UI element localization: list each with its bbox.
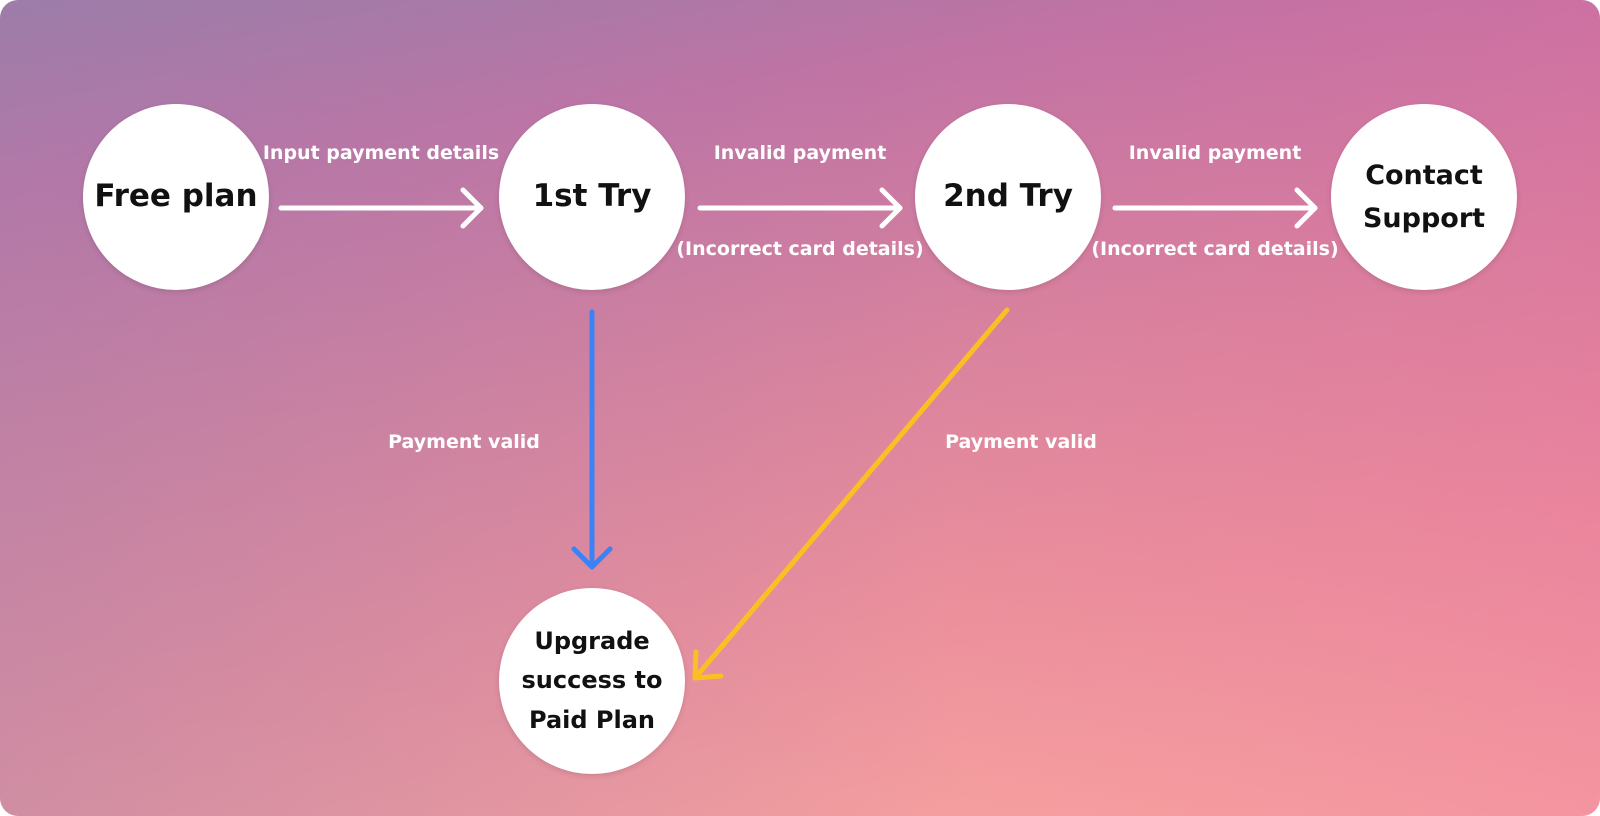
edge-label-free-to-first: Input payment details — [262, 142, 500, 164]
edge-label-second-to-contact-bottom: (Incorrect card details) — [1091, 238, 1339, 260]
arrow-second-to-contact — [1112, 187, 1318, 229]
node-contact-support-label: Contact Support — [1362, 159, 1486, 234]
arrow-second-to-paid — [692, 307, 1010, 681]
node-first-try: 1st Try — [499, 104, 685, 290]
edge-label-second-to-paid: Payment valid — [945, 431, 1097, 453]
node-contact-support: Contact Support — [1331, 104, 1517, 290]
edge-label-first-to-second-bottom: (Incorrect card details) — [676, 238, 924, 260]
edge-label-second-to-contact-top: Invalid payment — [1128, 142, 1302, 164]
node-free-plan-label: Free plan — [94, 178, 258, 215]
arrow-first-to-second — [697, 187, 903, 229]
edge-label-first-to-paid: Payment valid — [388, 431, 540, 453]
edge-label-first-to-second-top: Invalid payment — [713, 142, 887, 164]
arrow-free-to-first — [278, 187, 484, 229]
node-paid-plan-label: Upgrade success to Paid Plan — [521, 626, 663, 734]
node-paid-plan: Upgrade success to Paid Plan — [499, 588, 685, 774]
arrow-first-to-paid — [571, 309, 613, 570]
node-free-plan: Free plan — [83, 104, 269, 290]
node-first-try-label: 1st Try — [532, 178, 652, 215]
node-second-try-label: 2nd Try — [943, 178, 1073, 215]
node-second-try: 2nd Try — [915, 104, 1101, 290]
